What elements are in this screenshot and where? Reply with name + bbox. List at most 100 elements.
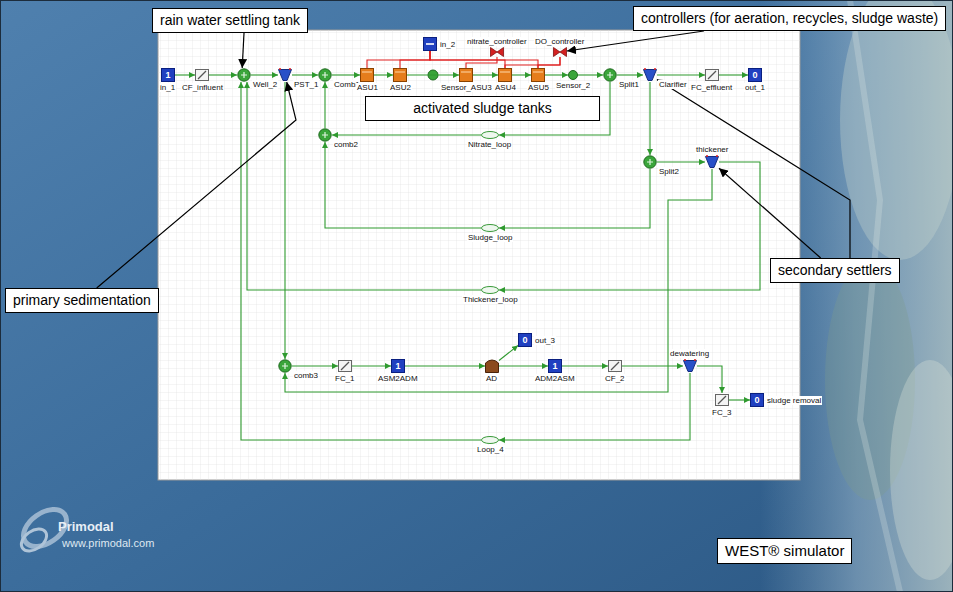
icon-number: 0 <box>748 68 762 82</box>
unit-label: nitrate_controller <box>466 37 528 46</box>
process-unit: Nitrate_loop <box>481 131 499 139</box>
unit-icon <box>608 359 622 373</box>
flow-line <box>292 365 338 366</box>
unit-label: sludge removal <box>766 396 822 405</box>
unit-label: comb3 <box>293 371 319 380</box>
unit-label: Sensor_ASU3 <box>440 83 493 92</box>
unit-label: AD <box>485 374 498 383</box>
process-unit: CF_influent <box>195 68 209 82</box>
process-unit: 0sludge removal <box>750 393 764 407</box>
flow-line <box>285 169 712 392</box>
process-unit: Split2 <box>643 155 657 169</box>
flow-line <box>332 74 360 75</box>
flow-line <box>657 74 705 75</box>
control-line <box>505 57 560 68</box>
process-unit: ASU2 <box>393 68 407 82</box>
unit-label: DO_controller <box>534 37 585 46</box>
process-unit: Comb1 <box>318 68 332 82</box>
icon-number: 1 <box>161 68 175 82</box>
unit-icon <box>481 286 499 294</box>
flow-line <box>325 142 481 228</box>
flow-line <box>499 162 760 290</box>
unit-icon <box>643 68 657 82</box>
flow-line <box>562 365 608 366</box>
unit-icon <box>705 68 719 82</box>
process-unit: ASU4 <box>498 68 512 82</box>
unit-icon <box>490 47 504 57</box>
unit-label: Clarifier <box>658 80 688 89</box>
unit-label: out_1 <box>744 83 766 92</box>
callout-box: primary sedimentation <box>5 288 159 313</box>
unit-icon <box>278 68 292 82</box>
callout-text: primary sedimentation <box>13 292 151 308</box>
icon-number: 1 <box>548 359 562 373</box>
process-unit: Split1 <box>603 68 617 82</box>
flow-line <box>512 74 531 75</box>
unit-icon <box>485 359 499 373</box>
callout-box: WEST® simulator <box>717 538 852 564</box>
process-unit: 0out_3 <box>518 333 532 347</box>
unit-icon <box>278 359 292 373</box>
unit-icon <box>237 68 251 82</box>
process-unit: FC_3 <box>715 393 729 407</box>
unit-icon <box>568 70 578 80</box>
unit-label: ADM2ASM <box>534 374 576 383</box>
flow-line <box>374 74 393 75</box>
unit-label: in_1 <box>159 83 176 92</box>
unit-label: ASU1 <box>356 83 379 92</box>
callout-text: controllers (for aeration, recycles, slu… <box>641 10 938 26</box>
flow-line <box>657 161 705 162</box>
unit-label: comb2 <box>333 140 359 149</box>
unit-label: thickener <box>695 145 729 154</box>
unit-label: Well_2 <box>252 80 278 89</box>
flow-line <box>292 74 318 75</box>
unit-label: FC_3 <box>711 408 733 417</box>
unit-label: Sludge_loop <box>467 233 513 242</box>
unit-label: out_3 <box>534 336 556 345</box>
process-unit: Loop_4 <box>481 436 499 444</box>
icon-number: 1 <box>391 359 405 373</box>
unit-label: CF_2 <box>604 374 626 383</box>
unit-label: FC_effluent <box>690 83 733 92</box>
unit-label: PST_1 <box>293 80 319 89</box>
flow-line <box>617 74 643 75</box>
process-unit: ASU5 <box>531 68 545 82</box>
flow-line <box>324 82 325 128</box>
process-unit: PST_1 <box>278 68 292 82</box>
flow-line <box>352 365 391 366</box>
logo-name: Primodal <box>58 519 114 534</box>
unit-label: Sensor_2 <box>555 81 591 90</box>
logo-url: www.primodal.com <box>62 537 154 549</box>
process-unit: comb3 <box>278 359 292 373</box>
callout-text: rain water settling tank <box>160 12 300 28</box>
flow-line <box>284 82 285 359</box>
unit-icon <box>318 68 332 82</box>
unit-label: ASU2 <box>389 83 412 92</box>
unit-icon <box>705 155 719 169</box>
unit-icon <box>318 128 332 142</box>
callout-box: activated sludge tanks <box>365 96 600 121</box>
unit-label: FC_1 <box>334 374 356 383</box>
process-unit: thickener <box>705 155 719 169</box>
unit-icon <box>498 68 512 82</box>
unit-label: ASU5 <box>527 83 550 92</box>
unit-icon <box>643 155 657 169</box>
process-unit: Thickener_loop <box>481 286 499 294</box>
flow-line <box>649 82 650 155</box>
callout-text: activated sludge tanks <box>413 100 552 116</box>
unit-label: CF_influent <box>181 83 224 92</box>
callout-box: controllers (for aeration, recycles, slu… <box>633 6 946 31</box>
flow-line <box>719 74 748 75</box>
callout-box: rain water settling tank <box>152 8 308 33</box>
process-unit: FC_effluent <box>705 68 719 82</box>
leader-line <box>719 168 821 258</box>
flow-line <box>622 365 683 366</box>
unit-icon <box>603 68 617 82</box>
icon-number: 0 <box>750 393 764 407</box>
unit-icon <box>338 359 352 373</box>
flow-line <box>545 74 568 75</box>
unit-icon <box>531 68 545 82</box>
process-unit: comb2 <box>318 128 332 142</box>
flow-line <box>209 74 237 75</box>
leader-line <box>97 82 296 288</box>
